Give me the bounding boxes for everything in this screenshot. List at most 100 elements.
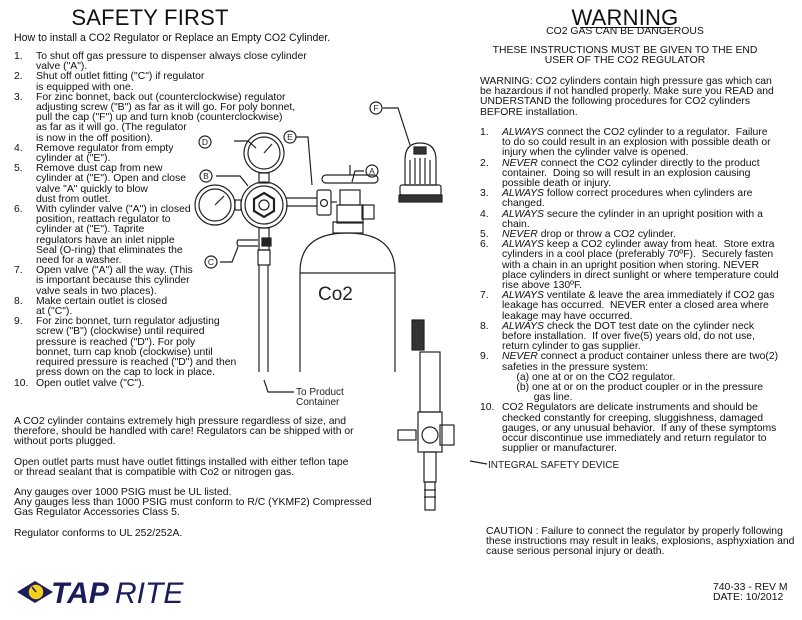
- label-f: F: [373, 103, 378, 113]
- caution-text: CAUTION : Failure to connect the regulat…: [486, 526, 794, 558]
- rule-text: to do so could result in an explosion wi…: [502, 137, 771, 149]
- rule-text: possible death or injury.: [502, 178, 611, 190]
- rule-number: 5.: [480, 229, 489, 241]
- step-number: 8.: [14, 295, 23, 307]
- rule-line: (a) one at or on the CO2 regulator.: [502, 371, 779, 383]
- rule-text: gas line.: [502, 392, 573, 404]
- step-line: pressure is reached ("D"). For poly: [36, 336, 196, 348]
- rule-line: place cylinders in direct sunlight or wh…: [502, 269, 779, 281]
- step-number: 1.: [14, 51, 23, 62]
- label-a: A: [369, 166, 375, 176]
- integral-safety-device: [397, 319, 455, 511]
- step-line: Open valve ("A") all the way. (This: [36, 265, 193, 277]
- step-line: cylinder at ("E"). Open and close: [36, 173, 187, 185]
- note-line: Gas Regulator Accessories Class 5.: [14, 507, 180, 519]
- rule-line: ALWAYS follow correct procedures when cy…: [502, 189, 779, 199]
- note-line: Any gauges less than 1000 PSIG must conf…: [14, 497, 372, 509]
- note-line: Any gauges over 1000 PSIG must be UL lis…: [14, 487, 232, 499]
- step-number: 4.: [14, 142, 23, 154]
- note-paragraph: Open outlet parts must have outlet fitti…: [14, 457, 371, 478]
- rule-number: 3.: [480, 188, 489, 200]
- step-line: pull the cap ("F") up and turn knob (cou…: [36, 112, 283, 124]
- step-number: 3.: [14, 91, 23, 103]
- rule-text: rise above 130ºF.: [502, 280, 583, 292]
- rule-line: CO2 Regulators are delicate instruments …: [502, 403, 779, 413]
- rule-text: ventilate & leave the area immediately i…: [543, 290, 775, 302]
- step-line: is equipped with one.: [36, 81, 134, 93]
- step-number: 2.: [14, 71, 23, 83]
- rule-text: connect a product container unless there…: [537, 351, 779, 363]
- rule-number: 2.: [480, 157, 489, 169]
- note-line: or thread sealant that is compatible wit…: [14, 466, 295, 478]
- rule-text: keep a CO2 cylinder away from heat. Stor…: [543, 239, 775, 251]
- note-paragraph: Any gauges over 1000 PSIG must be UL lis…: [14, 487, 372, 519]
- rule-text: container. Doing so will result in an ex…: [502, 167, 751, 179]
- rule-text: CO2 Regulators are delicate instruments …: [502, 402, 758, 414]
- rule-line: possible death or injury.: [502, 178, 779, 190]
- notes-section: A CO2 cylinder contains extremely high p…: [14, 416, 372, 549]
- doc-number: 740-33 - REV M: [713, 582, 788, 593]
- step-line: valve seals in two places).: [36, 285, 157, 297]
- to-product-line2: Container: [296, 397, 340, 408]
- step-line: is now in the off position).: [36, 132, 154, 144]
- warning-rules-list: 1.ALWAYS connect the CO2 cylinder to a r…: [480, 127, 779, 455]
- caution-line: CAUTION : Failure to connect the regulat…: [486, 526, 783, 537]
- rule-text: changed.: [502, 198, 545, 210]
- step-line: cylinder at ("E"). Taprite: [36, 224, 145, 236]
- step-line: screw ("B") (clockwise) until required: [36, 326, 205, 338]
- rule-line: (b) one at or on the product coupler or …: [502, 382, 779, 394]
- step-line: Remove regulator from empty: [36, 142, 174, 154]
- rule-text: drop or throw a CO2 cylinder.: [537, 229, 676, 241]
- rule-text: (b) one at or on the product coupler or …: [502, 382, 764, 394]
- step-line: valve ("A").: [36, 61, 88, 73]
- install-step: 2. Shut off outlet fitting ("C") if regul…: [14, 71, 344, 93]
- warning-intro: WARNING: CO2 cylinders contain high pres…: [480, 76, 774, 118]
- rule-line: checked constantly for creeping, sluggis…: [502, 413, 779, 424]
- rule-line: supplier or manufacturer.: [502, 444, 779, 454]
- end-user-notice: THESE INSTRUCTIONS MUST BE GIVEN TO THE …: [480, 45, 770, 67]
- rule-line: before installation. If over five(5) yea…: [502, 331, 779, 342]
- taprite-logo: TAP RITE: [15, 576, 185, 610]
- note-line: therefore, should be handled with care! …: [14, 426, 354, 438]
- regulator-bonnet-b: [240, 181, 288, 229]
- rule-emphasis: NEVER: [502, 229, 538, 241]
- rule-text: leakage may have occurred.: [502, 310, 633, 322]
- rule-emphasis: ALWAYS: [502, 188, 544, 200]
- rule-line: ALWAYS secure the cylinder in an upright…: [502, 209, 779, 220]
- rule-text: return cylinder to gas supplier.: [502, 341, 641, 353]
- step-line: Seal (O-ring) that eliminates the: [36, 244, 183, 256]
- warning-rule: 9.NEVER connect a product container unle…: [480, 352, 779, 403]
- rule-text: with a chain in an upright position when…: [502, 259, 760, 271]
- step-number: 9.: [14, 316, 23, 328]
- rule-line: NEVER connect the CO2 cylinder directly …: [502, 158, 779, 169]
- rule-line: ALWAYS keep a CO2 cylinder away from hea…: [502, 240, 779, 250]
- rule-line: rise above 130ºF.: [502, 280, 779, 292]
- rule-text: cylinders in a cool place (preferably 70…: [502, 249, 774, 261]
- rule-emphasis: ALWAYS: [502, 290, 544, 302]
- rule-text: connect the CO2 cylinder to a regulator.…: [543, 127, 768, 138]
- notice-line: USER OF THE CO2 REGULATOR: [544, 55, 706, 67]
- safety-first-title: SAFETY FIRST: [71, 5, 229, 30]
- rule-text: follow correct procedures when cylinders…: [543, 188, 753, 200]
- rule-line: leakage has occurred. NEVER enter a clos…: [502, 301, 779, 311]
- warning-title: WARNING: [571, 5, 679, 30]
- rule-line: injury when the cylinder valve is opened…: [502, 148, 779, 158]
- step-line: Shut off outlet fitting ("C") if regulat…: [36, 71, 205, 83]
- label-b: B: [203, 171, 209, 181]
- rule-emphasis: ALWAYS: [502, 127, 544, 138]
- intro-line: BEFORE installation.: [480, 106, 578, 118]
- step-line: Open outlet valve ("C").: [36, 377, 145, 389]
- warning-subtitle: CO2 GAS CAN BE DANGEROUS: [546, 26, 704, 37]
- rule-text: (a) one at or on the CO2 regulator.: [502, 371, 676, 383]
- rule-emphasis: NEVER: [502, 351, 538, 363]
- rule-text: place cylinders in direct sunlight or wh…: [502, 269, 779, 281]
- note-line: without ports plugged.: [14, 436, 116, 448]
- step-line: bonnet, turn cap knob (clockwise) until: [36, 346, 213, 358]
- warning-rule: 4.ALWAYS secure the cylinder in an uprig…: [480, 209, 779, 230]
- step-line: To shut off gas pressure to dispenser al…: [36, 51, 307, 62]
- cylinder-label: Co2: [318, 284, 353, 305]
- intro-line: WARNING: CO2 cylinders contain high pres…: [480, 76, 772, 87]
